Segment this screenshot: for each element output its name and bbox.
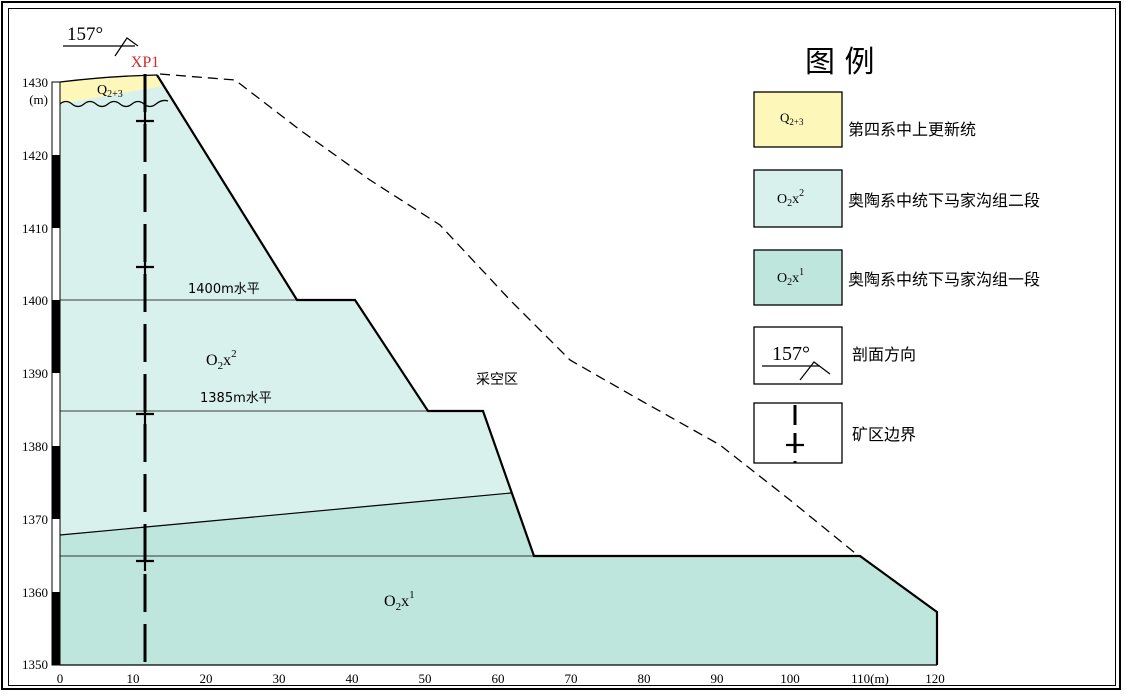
x-tick-label: 90 <box>711 671 724 686</box>
y-scale-segment <box>52 155 60 228</box>
y-axis-labels: 1430 (m) 1420 1410 1400 1390 1380 1370 1… <box>22 75 48 672</box>
x-tick-label: 10 <box>127 671 140 686</box>
x-tick-label: 0 <box>57 671 64 686</box>
x-tick-label: 60 <box>492 671 505 686</box>
x-tick-label: 100 <box>780 671 800 686</box>
y-tick-label: 1380 <box>22 439 48 454</box>
bench-1385-label: 1385m水平 <box>200 391 272 406</box>
layer-o2x1 <box>60 493 937 665</box>
legend-title: 图 例 <box>805 45 875 80</box>
layer-o2x2 <box>60 86 511 535</box>
y-tick-label: 1420 <box>22 148 48 163</box>
legend-label-q23: 第四系中上更新统 <box>848 120 976 139</box>
x-axis-labels: 0 10 20 30 40 50 60 70 80 90 100 110(m) … <box>57 671 945 686</box>
x-tick-label: 30 <box>273 671 286 686</box>
legend-box-o2x2 <box>753 169 843 228</box>
x-tick-label: 50 <box>419 671 432 686</box>
boundary-cross <box>136 111 154 571</box>
legend-label-boundary: 矿区边界 <box>852 425 916 444</box>
legend-symbol-direction: 157° <box>772 343 810 365</box>
x-tick-label: 40 <box>346 671 359 686</box>
legend-direction-arrow <box>799 361 831 381</box>
y-scale-segment <box>52 300 60 373</box>
layer-q23 <box>60 75 163 104</box>
legend-label-direction: 剖面方向 <box>852 345 916 364</box>
legend-label-o2x1: 奥陶系中统下马家沟组一段 <box>848 270 1040 289</box>
x-tick-label: 70 <box>565 671 578 686</box>
ground-surface <box>59 74 158 83</box>
x-tick-label: 20 <box>200 671 213 686</box>
y-tick-label: 1430 <box>22 75 48 90</box>
legend-box-q23 <box>753 91 843 148</box>
x-tick-label: 80 <box>638 671 651 686</box>
y-tick-label: 1360 <box>22 585 48 600</box>
bench-1400-label: 1400m水平 <box>188 282 260 297</box>
y-scale-segment <box>52 592 60 665</box>
original-ground-dashed <box>159 73 856 554</box>
unconformity-line <box>59 99 169 108</box>
layer-boundary <box>59 492 512 536</box>
legend-box-o2x1 <box>753 249 843 306</box>
y-tick-label: 1400 <box>22 293 48 308</box>
x-tick-label: 120 <box>925 671 945 686</box>
direction-label: 157° <box>67 24 103 45</box>
legend-box-boundary <box>753 402 843 464</box>
legend-symbol-o2x1: O2x1 <box>777 267 804 288</box>
y-tick-label: 1370 <box>22 512 48 527</box>
y-tick-label: 1350 <box>22 657 48 672</box>
y-axis-unit: (m) <box>29 92 48 107</box>
direction-arrow <box>114 37 139 57</box>
y-tick-label: 1390 <box>22 366 48 381</box>
y-tick-label: 1410 <box>22 221 48 236</box>
inner-frame <box>8 8 1116 686</box>
y-scale-segment <box>52 446 60 519</box>
x-tick-label: 110(m) <box>851 671 889 686</box>
legend-label-o2x2: 奥陶系中统下马家沟组二段 <box>848 191 1040 210</box>
legend-symbol-o2x2: O2x2 <box>777 188 804 209</box>
legend-box-direction <box>753 326 843 385</box>
goaf-label: 采空区 <box>476 372 518 388</box>
borehole-label: XP1 <box>131 54 159 71</box>
